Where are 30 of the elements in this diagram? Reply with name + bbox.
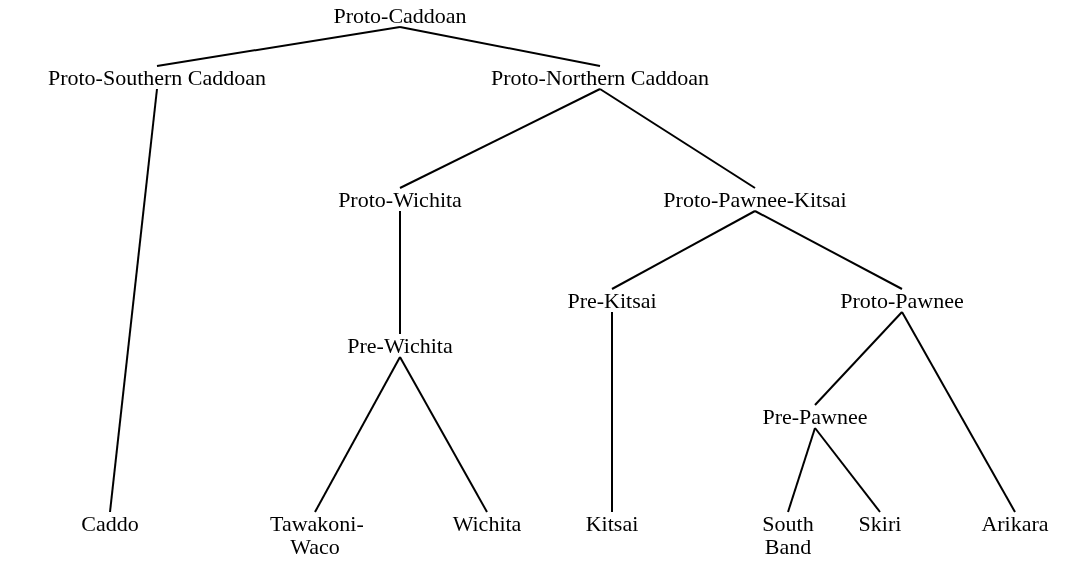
language-label: Skiri <box>858 512 902 535</box>
tree-branch-line <box>399 88 601 189</box>
tree-branch-line <box>399 26 601 67</box>
language-label: Caddo <box>81 512 139 535</box>
language-label: Proto-Wichita <box>338 188 462 211</box>
language-label: Kitsai <box>585 512 639 535</box>
tree-branch-line <box>814 311 903 406</box>
language-label: Pre-Kitsai <box>567 289 657 312</box>
tree-branch-line <box>754 210 903 290</box>
tree-branch-line <box>611 210 756 290</box>
tree-branch-line <box>814 427 881 513</box>
language-label: Arikara <box>981 512 1049 535</box>
tree-branch-line <box>109 88 158 513</box>
tree-branch-line <box>901 311 1016 513</box>
tree-branch-line <box>399 356 488 513</box>
language-label: Proto-Northern Caddoan <box>490 66 710 89</box>
language-label: Pre-Wichita <box>347 334 453 357</box>
language-label: Wichita <box>452 512 522 535</box>
language-label: Proto-Pawnee <box>840 289 964 312</box>
language-label: Proto-Southern Caddoan <box>47 66 267 89</box>
tree-branch-line <box>611 311 613 513</box>
tree-branch-line <box>599 88 756 189</box>
language-label: Proto-Pawnee-Kitsai <box>663 188 847 211</box>
tree-branch-line <box>787 427 816 513</box>
language-label: Proto-Caddoan <box>333 4 467 27</box>
language-label: Pre-Pawnee <box>762 405 868 428</box>
tree-branch-line <box>399 210 401 335</box>
tree-branch-line <box>156 26 401 67</box>
tree-branch-line <box>314 356 401 513</box>
language-label: South Band <box>758 512 818 558</box>
